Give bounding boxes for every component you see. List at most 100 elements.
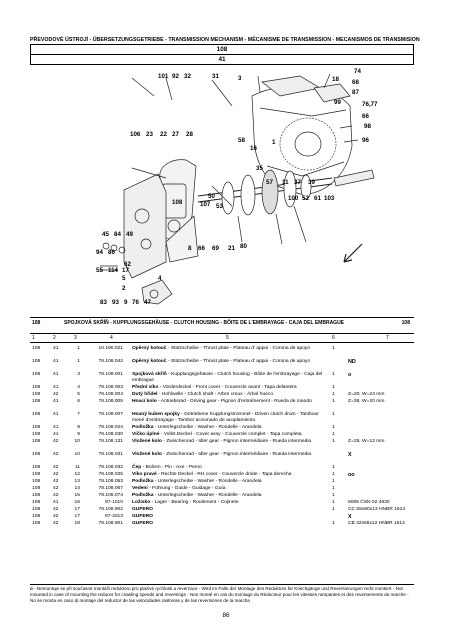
fig-label-57: 57 bbox=[266, 179, 273, 186]
fig-label-106: 106 bbox=[130, 131, 141, 138]
row-description: Ložisko - Lager - Bearing - Roulement - … bbox=[132, 500, 326, 506]
row-part-number: 78.108.035 bbox=[98, 472, 123, 477]
row-part-name: Podložka bbox=[132, 425, 154, 430]
row-position: 15 bbox=[74, 493, 80, 498]
row-position: 10 bbox=[74, 439, 80, 444]
fig-label-3: 3 bbox=[238, 75, 242, 82]
fig-label-108: 108 bbox=[172, 199, 183, 206]
row-figure: 42 bbox=[53, 439, 59, 444]
col-3: 3 bbox=[74, 335, 77, 341]
row-group: 108 bbox=[32, 399, 41, 404]
row-figure: 42 bbox=[53, 472, 59, 477]
row-figure: 41 bbox=[53, 412, 59, 417]
row-description: Podložka - Unterlegscheibe - Washer - Ro… bbox=[132, 425, 326, 431]
row-translations: - Vorderdeckel - Front cover - Couvercle… bbox=[158, 385, 297, 390]
page-number: 86 bbox=[222, 612, 230, 619]
fig-label-92: 92 bbox=[172, 73, 179, 80]
row-group: 108 bbox=[32, 493, 41, 498]
fig-label-22: 22 bbox=[160, 131, 167, 138]
fig-label-100: 100 bbox=[288, 195, 299, 202]
fig-label-66: 66 bbox=[362, 113, 369, 120]
fig-label-47: 47 bbox=[144, 299, 151, 306]
row-part-number: 78.108.031 bbox=[98, 452, 123, 457]
row-part-number: 78.108.042 bbox=[98, 359, 123, 364]
row-note: Z=20, W=24 mm bbox=[348, 392, 385, 397]
row-part-number: 78.108.024 bbox=[98, 425, 123, 430]
section-group: 108 bbox=[32, 320, 41, 326]
row-description: Dutý hřídel - Hohlwelle - Clutch shaft -… bbox=[132, 392, 326, 398]
col-5: 5 bbox=[226, 335, 229, 341]
row-note: oo bbox=[348, 472, 355, 478]
row-note: CC 55x80x13 HNBR 1614 bbox=[348, 507, 406, 512]
row-description: Čep - Bolzen - Pin - Axe - Perno bbox=[132, 465, 326, 471]
row-position: 18 bbox=[74, 521, 80, 526]
row-translations: - Unterlegscheibe - Washer - Rondelle - … bbox=[153, 425, 262, 430]
fig-label-2: 2 bbox=[122, 285, 126, 292]
exploded-view-drawing: 101 92 32 31 3 74 18 68 87 76,77 99 66 9… bbox=[96, 68, 378, 306]
row-note: Z=25, W=12 mm bbox=[348, 439, 385, 444]
row-part-number: 78.108.067 bbox=[98, 486, 123, 491]
header-figure-number: 41 bbox=[30, 55, 414, 65]
col-7: 7 bbox=[386, 335, 389, 341]
fig-label-83: 83 bbox=[100, 299, 107, 306]
row-translations: - Bolzen - Pin - Axe - Perno bbox=[141, 465, 202, 470]
row-group: 108 bbox=[32, 486, 41, 491]
row-part-number: 78.108.003 bbox=[98, 385, 123, 390]
row-figure: 42 bbox=[53, 479, 59, 484]
row-position: 3 bbox=[77, 372, 80, 377]
row-description: Podložka - Unterlegscheibe - Washer - Ro… bbox=[132, 479, 326, 485]
row-translations: - Unterlegscheibe - Washer - Rondelle - … bbox=[153, 479, 262, 484]
row-quantity: 1 bbox=[332, 493, 335, 498]
row-part-name: Ložisko bbox=[132, 500, 151, 505]
row-quantity: 1 bbox=[332, 521, 335, 526]
header-group-number: 108 bbox=[30, 44, 414, 55]
fig-label-96: 96 bbox=[362, 137, 369, 144]
section-figure: 108 bbox=[401, 320, 410, 326]
section-title: SPOJKOVÁ SKŘÍŇ - KUPPLUNGSGEHÄUSE - CLUT… bbox=[64, 320, 345, 326]
footnote-marker: o bbox=[30, 586, 33, 591]
row-group: 108 bbox=[32, 432, 41, 437]
row-description: Víko pravé - Rechte Deckel - RH cover - … bbox=[132, 472, 326, 478]
row-position: 7 bbox=[77, 412, 80, 417]
fig-label-27: 27 bbox=[172, 131, 179, 138]
fig-label-49: 49 bbox=[126, 231, 133, 238]
row-position: 6 bbox=[77, 399, 80, 404]
row-part-name: Opěrný kotouč bbox=[132, 346, 167, 351]
row-quantity: 1 bbox=[332, 385, 335, 390]
row-figure: 42 bbox=[53, 452, 59, 457]
fig-label-68: 68 bbox=[352, 79, 359, 86]
row-part-name: GUFERO bbox=[132, 521, 153, 526]
row-quantity: 1 bbox=[332, 346, 335, 351]
fig-label-16: 16 bbox=[250, 145, 257, 152]
row-note: ND bbox=[348, 359, 356, 365]
row-part-number: 78.108.032 bbox=[98, 465, 123, 470]
row-group: 108 bbox=[32, 452, 41, 457]
row-group: 108 bbox=[32, 412, 41, 417]
row-description: Opěrný kotouč - Stützscheibe - Thrust pl… bbox=[132, 346, 326, 352]
page-header-title: PŘEVODOVÉ ÚSTROJÍ - ÜBERSETZUNGSGETRIEBE… bbox=[30, 37, 420, 43]
row-group: 108 bbox=[32, 385, 41, 390]
row-note: X bbox=[348, 514, 352, 520]
row-part-number: 78.108.030 bbox=[98, 432, 123, 437]
row-quantity: 1 bbox=[332, 500, 335, 505]
fig-label-18: 18 bbox=[332, 76, 339, 83]
row-translations: - Lager - Bearing - Roulement - Cojinete bbox=[150, 500, 239, 505]
row-part-name: Vložené kolo bbox=[132, 439, 162, 444]
row-quantity: 1 bbox=[332, 465, 335, 470]
row-description: Přední víko - Vorderdeckel - Front cover… bbox=[132, 385, 326, 391]
row-figure: 42 bbox=[53, 521, 59, 526]
section-title-row: 108 SPOJKOVÁ SKŘÍŇ - KUPPLUNGSGEHÄUSE - … bbox=[30, 317, 414, 333]
row-note: Z=38, W=20 mm bbox=[348, 399, 385, 404]
row-figure: 41 bbox=[53, 500, 59, 505]
col-2: 2 bbox=[53, 335, 56, 341]
row-group: 108 bbox=[32, 372, 41, 377]
row-figure: 42 bbox=[53, 514, 59, 519]
